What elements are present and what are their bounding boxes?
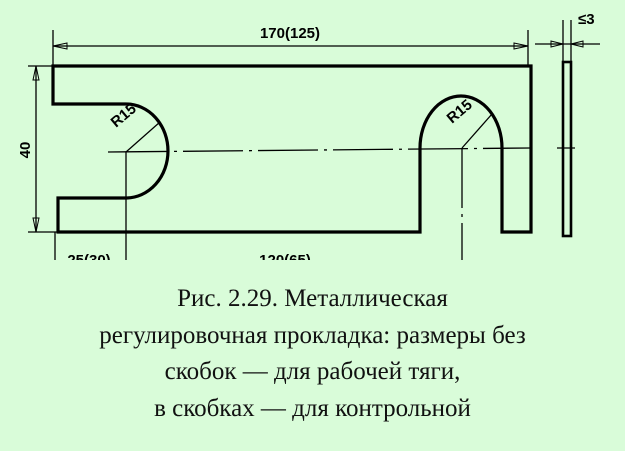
radius-right-label: R15 bbox=[444, 96, 476, 127]
left-offset-dimension: 25(30) bbox=[67, 252, 110, 260]
center-line bbox=[107, 147, 531, 153]
caption-line: в скобках — для контрольной bbox=[154, 394, 471, 422]
caption-line: скобок — для рабочей тяги, bbox=[164, 358, 461, 385]
height-dimension: 40 bbox=[17, 142, 34, 159]
technical-drawing: R15 R15 170(125) ≤3 40 25(30) 120(65) bbox=[17, 11, 600, 260]
overall-length-dimension: 170(125) bbox=[260, 25, 320, 42]
center-distance-dimension: 120(65) bbox=[259, 252, 311, 260]
side-view bbox=[561, 60, 573, 238]
caption-line: регулировочная прокладка: размеры без bbox=[99, 321, 526, 349]
figure-caption: Рис. 2.29. Металлическая регулировочная … bbox=[0, 281, 625, 427]
caption-line: Рис. 2.29. Металлическая bbox=[177, 285, 448, 312]
thickness-dimension: ≤3 bbox=[578, 11, 595, 28]
